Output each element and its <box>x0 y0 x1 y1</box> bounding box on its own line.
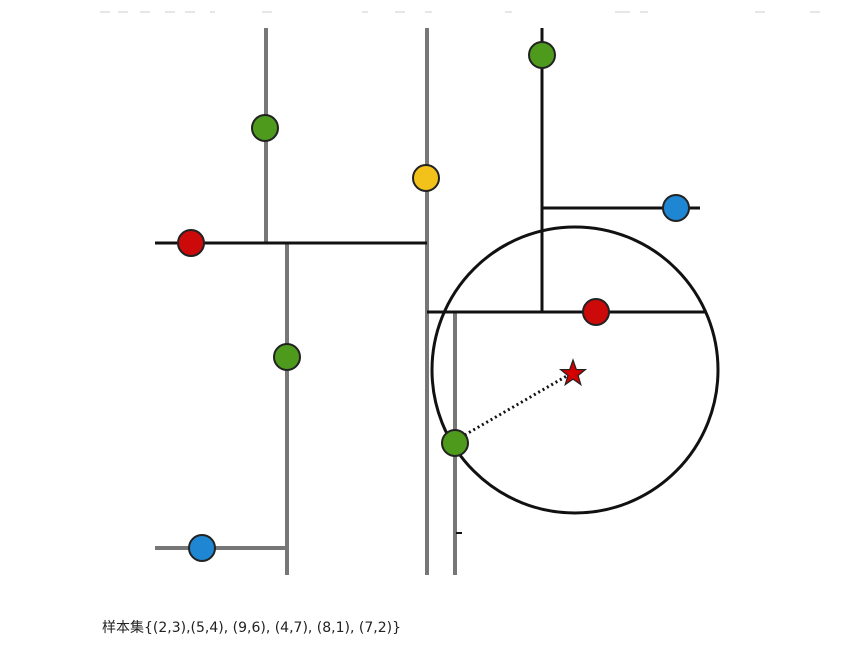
green-node-nearest <box>441 429 469 457</box>
blue-node-top-right <box>662 194 690 222</box>
green-node-middle-left <box>273 343 301 371</box>
red-star-icon <box>558 358 588 387</box>
nearest-distance-dotted-line <box>455 371 573 442</box>
green-node-top-right <box>528 41 556 69</box>
search-radius-circle <box>430 225 720 515</box>
blue-node-bottom-left <box>188 534 216 562</box>
red-node-right <box>582 298 610 326</box>
yellow-root-node <box>412 164 440 192</box>
sample-set-caption: 样本集{(2,3),(5,4), (9,6), (4,7), (8,1), (7… <box>102 620 401 636</box>
red-node-left <box>177 229 205 257</box>
green-node-top-left <box>251 114 279 142</box>
